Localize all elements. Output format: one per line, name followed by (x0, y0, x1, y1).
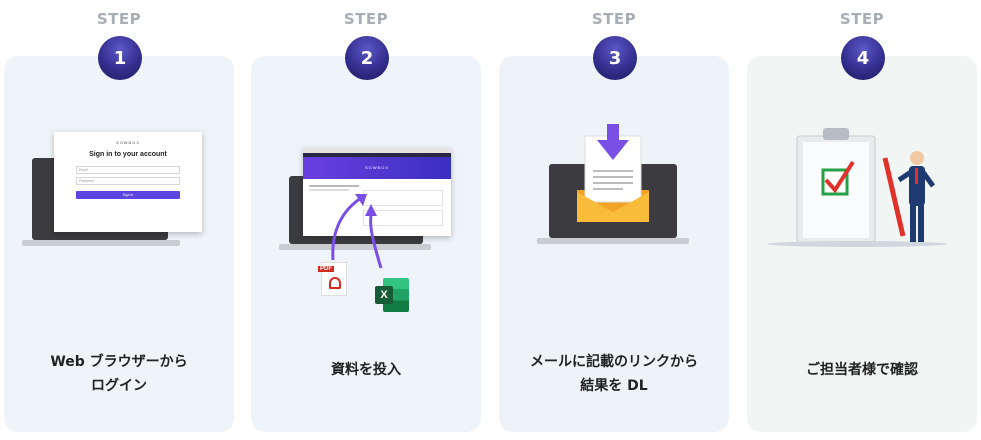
upload-illustration: SOWBOX PDF X (251, 120, 481, 320)
step-1: STEP 1 SOWBOX Sign in to your account Em… (4, 0, 234, 432)
login-illustration: SOWBOX Sign in to your account Email Pas… (4, 120, 234, 320)
sign-in-button[interactable]: Sign in (76, 191, 180, 199)
step-number-badge: 1 (98, 36, 142, 80)
password-field[interactable]: Password (76, 177, 180, 185)
step-2: STEP 2 SOWBOX PDF (251, 0, 481, 432)
brand-logo: SOWBOX (115, 140, 140, 145)
review-illustration (747, 120, 977, 320)
step-number-badge: 2 (345, 36, 389, 80)
browser-window: SOWBOX (303, 148, 451, 236)
step-4: STEP 4 ご担当者様で確認 (747, 0, 977, 432)
step-label: STEP (839, 10, 885, 28)
step-3: STEP 3 メールに記載のリンクから 結果を DL (499, 0, 729, 432)
email-download-icon (537, 124, 689, 244)
upload-banner: SOWBOX (303, 157, 451, 179)
step-caption: Web ブラウザーから ログイン (50, 354, 188, 394)
step-label: STEP (591, 10, 637, 28)
step-caption: ご担当者様で確認 (806, 362, 918, 378)
clipboard-check-icon (767, 128, 947, 247)
step-caption: 資料を投入 (331, 362, 401, 378)
email-illustration (499, 120, 729, 320)
upload-arrow-icon (331, 194, 383, 269)
email-field[interactable]: Email (76, 166, 180, 174)
step-label: STEP (96, 10, 142, 28)
step-number-badge: 4 (841, 36, 885, 80)
drop-zone[interactable] (363, 210, 443, 226)
step-label: STEP (343, 10, 389, 28)
step-caption: メールに記載のリンクから 結果を DL (530, 354, 698, 394)
login-title: Sign in to your account (89, 151, 167, 158)
step-number-badge: 3 (593, 36, 637, 80)
pdf-file-icon: PDF (318, 262, 347, 296)
login-window: SOWBOX Sign in to your account Email Pas… (54, 132, 202, 232)
excel-file-icon: X (375, 278, 409, 312)
